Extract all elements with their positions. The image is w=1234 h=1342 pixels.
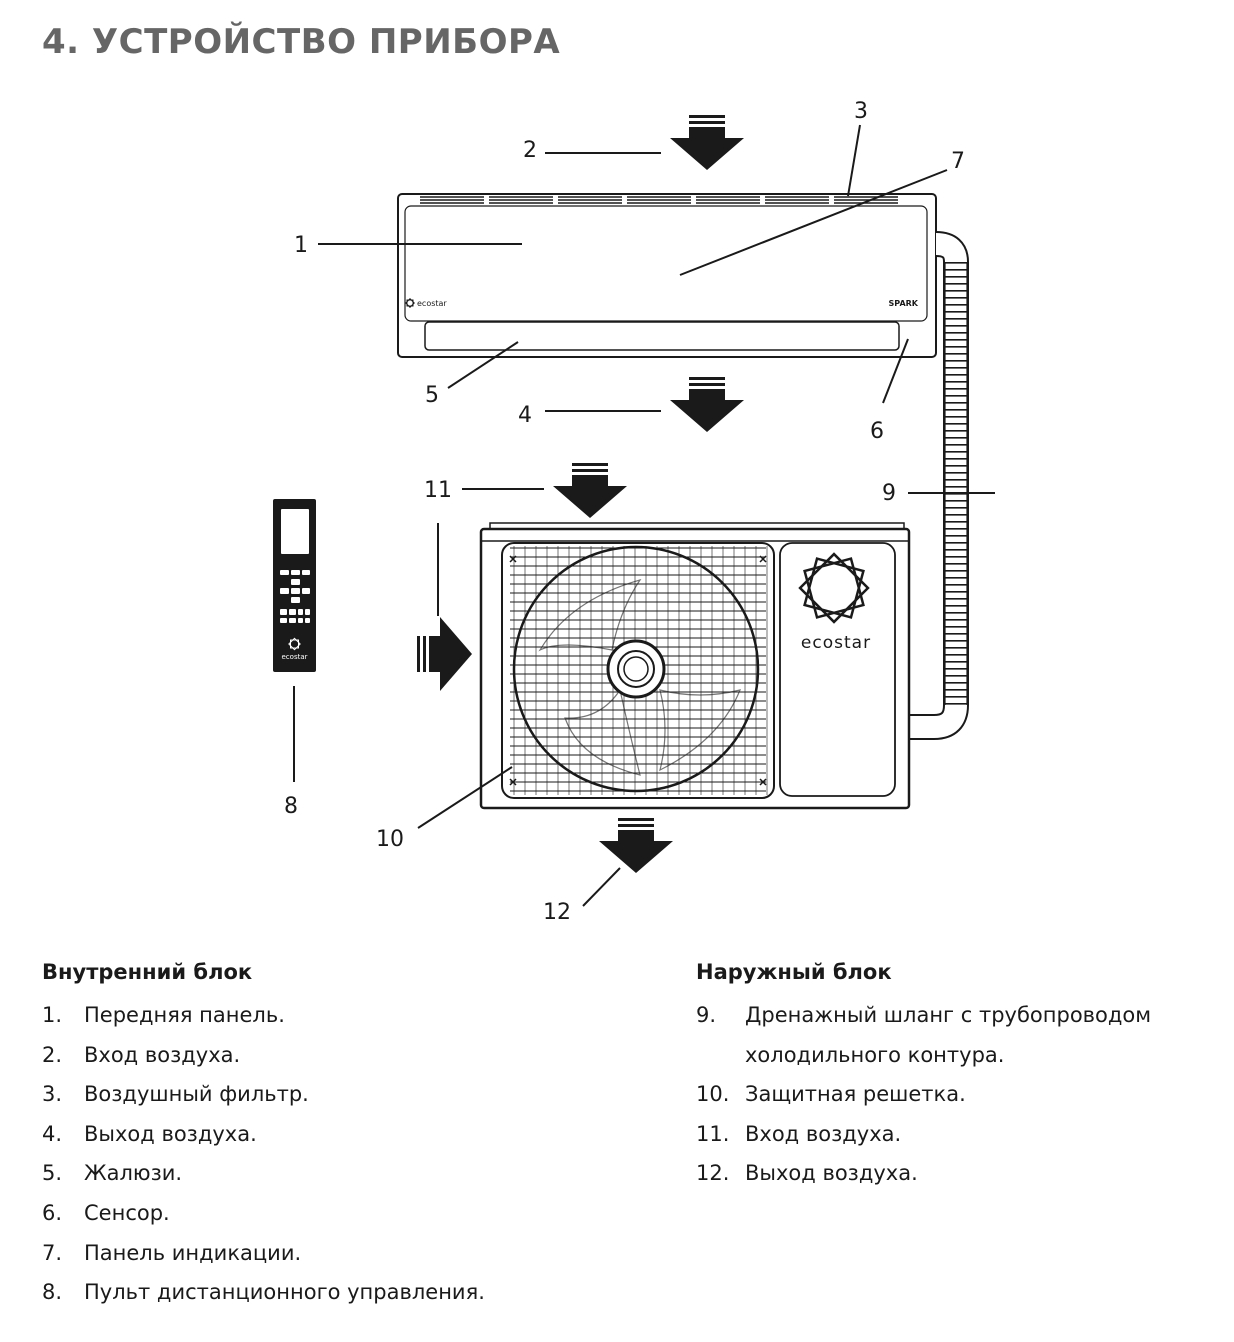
item-number: 12. bbox=[696, 1161, 730, 1186]
drain-hose bbox=[910, 231, 969, 740]
outdoor-unit: ecostar bbox=[479, 522, 911, 810]
leader-lines bbox=[293, 124, 995, 907]
callout-1: 1 bbox=[294, 233, 308, 258]
remote-brand-label: ecostar bbox=[282, 653, 308, 661]
outdoor-brand-label: ecostar bbox=[801, 633, 871, 653]
air-outlet-indoor-arrow-icon bbox=[670, 377, 744, 432]
item-number: 8. bbox=[42, 1280, 63, 1305]
item-text: Выход воздуха. bbox=[745, 1161, 918, 1186]
list-item: 12. Выход воздуха. bbox=[696, 1154, 1216, 1194]
item-number: 4. bbox=[42, 1121, 63, 1146]
callout-11: 11 bbox=[424, 478, 452, 503]
indoor-unit: ecostar SPARK bbox=[397, 193, 937, 358]
callout-5: 5 bbox=[425, 383, 439, 408]
list-item: 5. Жалюзи. bbox=[42, 1154, 642, 1194]
callout-9: 9 bbox=[882, 481, 896, 506]
list-item: 6. Сенсор. bbox=[42, 1194, 642, 1234]
item-text: Дренажный шланг с трубопроводом холодиль… bbox=[745, 1003, 1152, 1067]
list-item: 2. Вход воздуха. bbox=[42, 1036, 642, 1076]
item-number: 7. bbox=[42, 1240, 63, 1265]
callout-3: 3 bbox=[854, 99, 868, 124]
callout-2: 2 bbox=[523, 138, 537, 163]
item-number: 6. bbox=[42, 1200, 63, 1225]
item-number: 5. bbox=[42, 1161, 63, 1186]
ecostar-logo-icon bbox=[288, 637, 301, 651]
list-item: 3. Воздушный фильтр. bbox=[42, 1075, 642, 1115]
item-number: 3. bbox=[42, 1082, 63, 1107]
item-number: 10. bbox=[696, 1082, 730, 1107]
list-item: 8. Пульт дистанционного управления. bbox=[42, 1273, 642, 1313]
list-item: 1. Передняя панель. bbox=[42, 996, 642, 1036]
ecostar-logo-icon bbox=[798, 552, 870, 624]
item-text: Панель индикации. bbox=[84, 1240, 302, 1265]
item-text: Пульт дистанционного управления. bbox=[84, 1280, 485, 1305]
callout-12: 12 bbox=[543, 900, 571, 925]
item-number: 9. bbox=[696, 1003, 717, 1027]
legend-indoor-heading: Внутренний блок bbox=[42, 960, 253, 984]
item-text: Сенсор. bbox=[84, 1200, 170, 1225]
indoor-model-label: SPARK bbox=[889, 299, 919, 308]
indoor-brand-label: ecostar bbox=[417, 299, 447, 308]
list-item: 9. Дренажный шланг с трубопроводом холоди… bbox=[696, 996, 1216, 1075]
remote-control: ecostar bbox=[273, 499, 316, 672]
legend-outdoor-list: 9. Дренажный шланг с трубопроводом холоди… bbox=[696, 996, 1216, 1194]
air-inlet-outdoor-side-arrow-icon bbox=[417, 617, 472, 691]
callout-7: 7 bbox=[951, 149, 965, 174]
callout-8: 8 bbox=[284, 794, 298, 819]
item-text: Передняя панель. bbox=[84, 1003, 285, 1027]
callout-4: 4 bbox=[518, 403, 532, 428]
page-title: 4. УСТРОЙСТВО ПРИБОРА bbox=[42, 22, 561, 62]
item-text: Жалюзи. bbox=[84, 1161, 183, 1186]
callout-10: 10 bbox=[376, 827, 404, 852]
list-item: 4. Выход воздуха. bbox=[42, 1115, 642, 1155]
item-number: 2. bbox=[42, 1042, 63, 1067]
legend-outdoor-heading: Наружный блок bbox=[696, 960, 892, 984]
protective-grille bbox=[501, 542, 775, 799]
air-outlet-outdoor-arrow-icon bbox=[599, 818, 673, 873]
item-text: Выход воздуха. bbox=[84, 1121, 257, 1146]
air-inlet-indoor-arrow-icon bbox=[670, 115, 744, 170]
item-number: 1. bbox=[42, 1003, 63, 1027]
item-text: Вход воздуха. bbox=[84, 1042, 241, 1067]
item-text: Защитная решетка. bbox=[745, 1082, 966, 1107]
item-text: Вход воздуха. bbox=[745, 1121, 902, 1146]
item-number: 11. bbox=[696, 1121, 730, 1146]
legend-outdoor: Наружный блок 9. Дренажный шланг с трубоп… bbox=[696, 960, 1216, 1194]
list-item: 10. Защитная решетка. bbox=[696, 1075, 1216, 1115]
legend-indoor: Внутренний блок 1. Передняя панель. 2. Вхо… bbox=[42, 960, 642, 1313]
callout-6: 6 bbox=[870, 419, 884, 444]
air-inlet-outdoor-top-arrow-icon bbox=[553, 463, 627, 518]
legend-indoor-list: 1. Передняя панель. 2. Вход воздуха. 3. Воз… bbox=[42, 996, 642, 1313]
item-text: Воздушный фильтр. bbox=[84, 1082, 309, 1107]
device-diagram: ecostar SPARK bbox=[273, 99, 995, 925]
list-item: 7. Панель индикации. bbox=[42, 1234, 642, 1274]
ecostar-logo-icon bbox=[405, 298, 415, 308]
air-filter-grille bbox=[420, 196, 898, 204]
list-item: 11. Вход воздуха. bbox=[696, 1115, 1216, 1155]
